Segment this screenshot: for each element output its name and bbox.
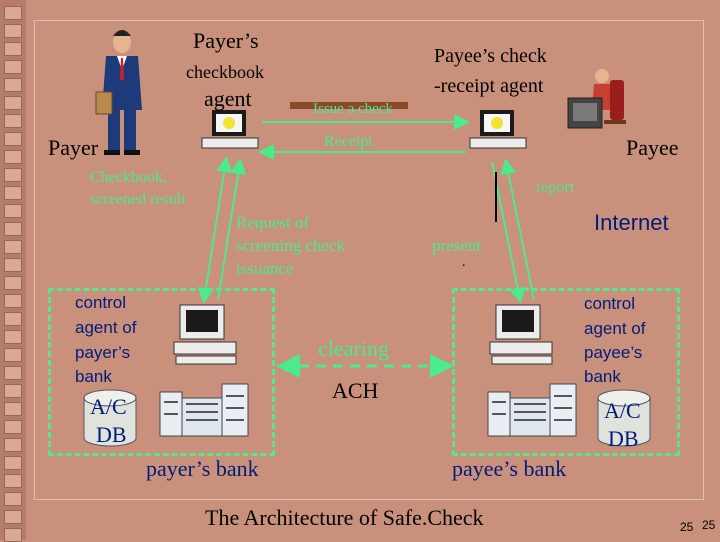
film-strip-cell: [4, 420, 22, 434]
payer-db-label-1: A/C: [90, 394, 127, 419]
payer-bank-agent-label-2: agent of: [75, 318, 137, 337]
film-strip-cell: [4, 132, 22, 146]
film-strip: [0, 0, 26, 542]
ach-label: ACH: [332, 378, 379, 403]
film-strip-cell: [4, 6, 22, 20]
report-label: report: [536, 179, 575, 196]
film-strip-cell: [4, 204, 22, 218]
counter-bar: [290, 102, 408, 109]
request-label-3: issuance: [236, 259, 294, 278]
payer-agent-label-2: checkbook: [186, 62, 264, 82]
payee-label: Payee: [626, 135, 679, 160]
payer-bank-agent-label-4: bank: [75, 367, 112, 386]
issue-check-label: Issue a check: [313, 101, 393, 117]
film-strip-cell: [4, 168, 22, 182]
payee-bank-agent-label-4: bank: [584, 367, 621, 386]
payer-label: Payer: [48, 135, 99, 160]
payer-bank-building-icon: [159, 383, 249, 437]
film-strip-cell: [4, 96, 22, 110]
slide-frame: [34, 20, 704, 500]
diagram-title: The Architecture of Safe.Check: [205, 505, 484, 530]
receipt-label: Receipt: [324, 133, 373, 150]
film-strip-cell: [4, 312, 22, 326]
payee-db-label-1: A/C: [604, 398, 641, 423]
page-number-a: 25: [680, 520, 694, 534]
clearing-label: clearing: [318, 336, 389, 361]
internet-label: Internet: [594, 210, 669, 235]
payer-bank-agent-label-3: payer’s: [75, 343, 131, 362]
film-strip-cell: [4, 240, 22, 254]
film-strip-cell: [4, 222, 22, 236]
film-strip-cell: [4, 258, 22, 272]
payer-agent-label-3: agent: [204, 86, 252, 111]
report-arrow: [500, 158, 535, 301]
film-strip-cell: [4, 510, 22, 524]
film-strip-cell: [4, 492, 22, 506]
film-strip-cell: [4, 348, 22, 362]
film-strip-cell: [4, 150, 22, 164]
payee-db-label-2: DB: [608, 426, 639, 451]
film-strip-cell: [4, 276, 22, 290]
film-strip-cell: [4, 402, 22, 416]
film-strip-cell: [4, 42, 22, 56]
film-strip-cell: [4, 186, 22, 200]
payee-agent-label-2: -receipt agent: [434, 75, 544, 97]
payer-db-label-2: DB: [96, 422, 127, 447]
checkbook-screened-label-1: Checkbook,: [90, 169, 167, 186]
film-strip-cell: [4, 114, 22, 128]
payee-bank-computer-icon: [489, 304, 553, 365]
payer-bank-label: payer’s bank: [146, 456, 259, 481]
present-label: present: [432, 236, 482, 255]
film-strip-cell: [4, 24, 22, 38]
film-strip-cell: [4, 456, 22, 470]
request-label-2: screening check: [236, 236, 346, 255]
payer-db-cylinder: [83, 389, 137, 447]
payer-bank-agent-label-1: control: [75, 293, 127, 312]
film-strip-cell: [4, 60, 22, 74]
payer-agent-label-1: Payer’s: [193, 28, 259, 53]
payer-person-icon: [95, 30, 142, 155]
payee-db-cylinder: [597, 389, 651, 447]
payer-bank-zone: [48, 288, 275, 456]
film-strip-cell: [4, 438, 22, 452]
payee-bank-agent-label-3: payee’s: [584, 343, 643, 362]
film-strip-cell: [4, 330, 22, 344]
payee-bank-agent-label-2: agent of: [584, 319, 646, 338]
film-strip-cell: [4, 294, 22, 308]
payer-bank-computer-icon: [173, 304, 237, 365]
film-strip-cell: [4, 78, 22, 92]
payee-person-icon: [567, 69, 626, 129]
film-strip-cell: [4, 366, 22, 380]
payer-workstation-icon: [201, 110, 259, 149]
payee-bank-building-icon: [487, 383, 577, 437]
payee-workstation-icon: [469, 110, 527, 149]
film-strip-cell: [4, 474, 22, 488]
page-number-b: 25: [702, 518, 716, 532]
payee-bank-label: payee’s bank: [452, 456, 567, 481]
present-dot: .: [462, 255, 466, 270]
film-strip-cell: [4, 384, 22, 398]
payer-request-arrow: [197, 156, 233, 304]
payee-bank-agent-label-1: control: [584, 294, 636, 313]
payee-agent-label-1: Payee’s check: [434, 45, 547, 67]
request-label-1: Request of: [236, 213, 310, 232]
payer-response-arrow: [217, 158, 247, 301]
checkbook-screened-label-2: screened result: [90, 191, 186, 208]
